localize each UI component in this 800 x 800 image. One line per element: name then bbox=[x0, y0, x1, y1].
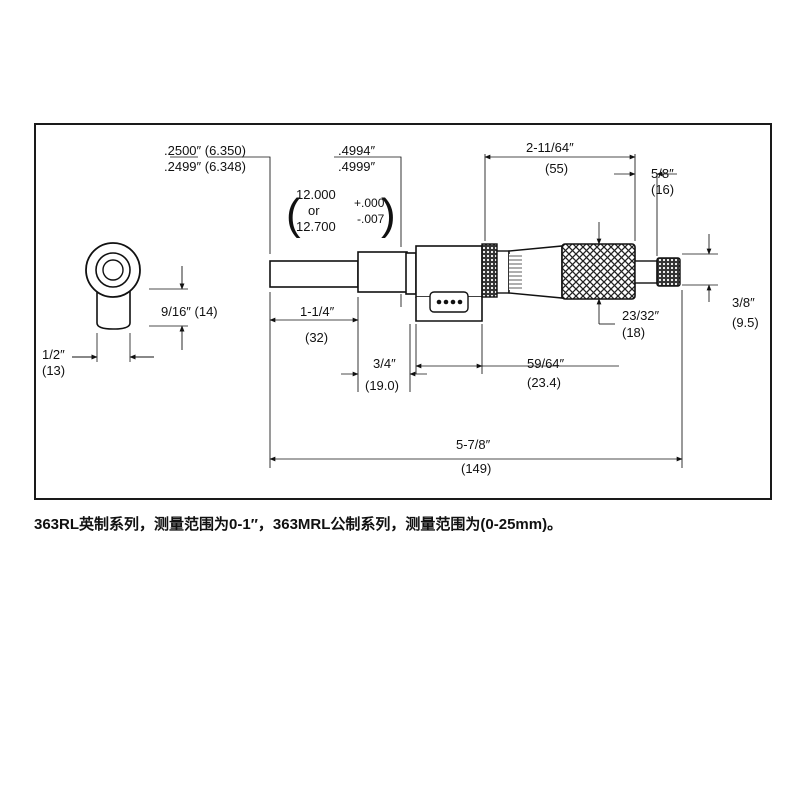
spindle-dia-max-label: .2500″ (6.350) bbox=[164, 143, 246, 158]
caption: 363RL英制系列，测量范围为0-1″，363MRL公制系列，测量范围为(0-2… bbox=[34, 516, 563, 533]
sleeve-dia-b-label: .4999″ bbox=[338, 159, 376, 174]
sleeve-dia-a-label: .4994″ bbox=[338, 143, 376, 158]
thimble-length-mm-label: (55) bbox=[545, 161, 568, 176]
ratchet-dia-label: 5/8″ bbox=[651, 166, 674, 181]
head-width-mm-label: (13) bbox=[42, 363, 65, 378]
spindle-reach-label: 1-1/4″ bbox=[300, 304, 335, 319]
ratchet-offset-mm-label: (9.5) bbox=[732, 315, 759, 330]
thimble-dia-label: 23/32″ bbox=[622, 308, 660, 323]
overall-length-mm-label: (149) bbox=[461, 461, 491, 476]
spindle-dia-min-label: .2499″ (6.348) bbox=[164, 159, 246, 174]
metric-paren-left: ( bbox=[286, 190, 301, 239]
end-view bbox=[72, 242, 188, 362]
ratchet-offset-label: 3/8″ bbox=[732, 295, 755, 310]
thimble-length-label: 2-11/64″ bbox=[526, 140, 574, 155]
dimension-lines bbox=[209, 154, 718, 468]
ratchet-dia-mm-label: (16) bbox=[651, 182, 674, 197]
metric-line2-label: or bbox=[308, 203, 320, 218]
spindle-reach-mm-label: (32) bbox=[305, 330, 328, 345]
head-width-label: 1/2″ bbox=[42, 347, 65, 362]
metric-line3-label: 12.700 bbox=[296, 219, 336, 234]
metric-paren-right: ) bbox=[381, 190, 396, 239]
tol-plus-label: +.000 bbox=[354, 196, 385, 210]
thimble-dia-mm-label: (18) bbox=[622, 325, 645, 340]
dimension-labels: .2500″ (6.350) .2499″ (6.348) .4994″ .49… bbox=[42, 140, 759, 476]
body-length-mm-label: (23.4) bbox=[527, 375, 561, 390]
shank-length-label: 3/4″ bbox=[373, 356, 396, 371]
micrometer-head-drawing: .2500″ (6.350) .2499″ (6.348) .4994″ .49… bbox=[42, 140, 759, 476]
head-height-label: 9/16″ (14) bbox=[161, 304, 218, 319]
side-view bbox=[269, 243, 681, 322]
tol-minus-label: -.007 bbox=[357, 212, 385, 226]
overall-length-label: 5-7/8″ bbox=[456, 437, 491, 452]
body-length-label: 59/64″ bbox=[527, 356, 565, 371]
metric-line1-label: 12.000 bbox=[296, 187, 336, 202]
drawing-frame: .2500″ (6.350) .2499″ (6.348) .4994″ .49… bbox=[34, 123, 772, 500]
shank-length-mm-label: (19.0) bbox=[365, 378, 399, 393]
